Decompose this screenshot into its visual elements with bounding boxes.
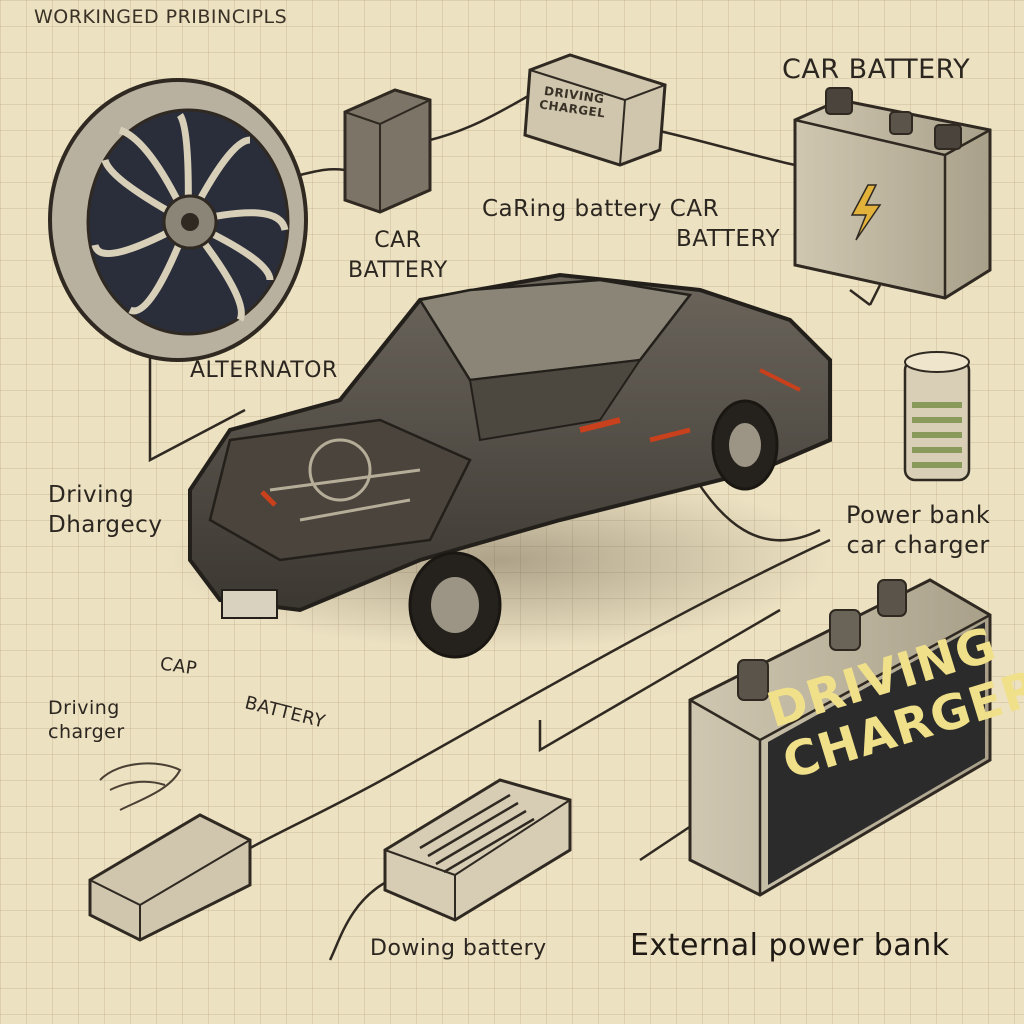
relay-box-icon [343,88,432,214]
driving-charger-2-line2: charger [48,721,125,743]
plug-icon [99,762,182,811]
driving-charger-label-1: Driving Dhargecy [48,480,162,540]
dowing-battery-label: Dowing battery [370,936,547,961]
car-icon [170,272,832,659]
alternator-label: ALTERNATOR [190,358,338,383]
power-bank-label: Power bank car charger [846,500,990,560]
driving-charger-label-2: Driving charger [48,696,125,744]
driving-charger-1-line2: Dhargecy [48,512,163,538]
driving-charger-battery-icon [688,578,992,897]
diagram-title: WORKINGED PRIBINCIPLS [34,6,288,28]
power-bank-line1: Power bank [846,501,991,529]
driving-charger-1-line1: Driving [48,482,135,508]
car-battery-label-mid: CAR BATTERY [348,226,448,286]
power-bank-line2: car charger [846,531,990,559]
power-bank-icon [903,351,971,482]
car-battery-mid-line1: CAR [374,228,422,253]
small-charger-icon [88,813,252,942]
caring-battery-label: CaRing battery CAR [482,196,720,222]
caring-battery-label-2: BATTERY [676,226,781,252]
driving-charger-2-line1: Driving [48,697,120,719]
car-battery-label-top: CAR BATTERY [782,54,971,85]
external-power-bank-label: External power bank [630,928,950,963]
external-power-bank-icon [383,778,572,922]
lightning-icon [850,184,882,241]
charger-icon [523,53,667,167]
alternator-icon [48,78,308,362]
car-battery-mid-line2: BATTERY [348,258,448,283]
car-battery-icon [793,87,992,306]
